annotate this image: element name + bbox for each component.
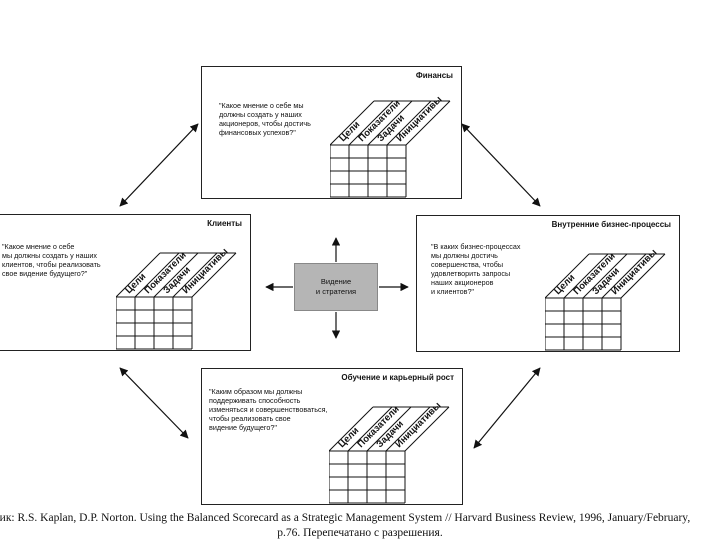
panel-clients-question: "Какое мнение о себе мы должны создать у… (2, 242, 101, 278)
grid-header-divider (348, 100, 394, 146)
panel-learning: Обучение и карьерный рост "Каким образом… (201, 368, 463, 505)
grid-header-divider (582, 253, 628, 299)
arrow-processes-learning (473, 367, 541, 449)
grid-header-divider (329, 100, 375, 146)
arrow-clients-learning (119, 367, 189, 439)
vision-strategy-box: Видение и стратегия (294, 263, 378, 311)
grid-header-divider (191, 252, 237, 298)
grid-header-divider (601, 253, 647, 299)
grid-header-divider (153, 252, 199, 298)
panel-processes: Внутренние бизнес-процессы "В каких бизн… (416, 215, 680, 352)
grid-header-divider (385, 406, 431, 452)
panel-processes-question: "В каких бизнес-процессах мы должны дост… (431, 242, 521, 296)
grid-header-divider (367, 100, 413, 146)
panel-clients-title: Клиенты (207, 219, 242, 228)
grid-header-divider (328, 406, 374, 452)
grid-header-divider (115, 252, 161, 298)
grid-header-divider (544, 253, 590, 299)
grid-header-divider (134, 252, 180, 298)
panel-processes-title: Внутренние бизнес-процессы (551, 220, 671, 229)
arrow-finance-clients (119, 123, 199, 207)
panel-learning-question: "Каким образом мы должны поддерживать сп… (209, 387, 328, 432)
panel-finance: Финансы "Какое мнение о себе мы должны с… (201, 66, 462, 199)
grid-column-header: Цели (123, 271, 148, 296)
arrow-finance-processes (461, 123, 541, 207)
grid-header-divider (405, 100, 451, 146)
grid-column-header: Цели (552, 272, 577, 297)
grid-column-header: Цели (336, 425, 361, 450)
panel-learning-title: Обучение и карьерный рост (341, 373, 454, 382)
panel-clients: Клиенты "Какое мнение о себе мы должны с… (0, 214, 251, 351)
source-caption-line2: p.76. Перепечатано с разрешения. (277, 527, 443, 539)
grid-header-divider (347, 406, 393, 452)
grid-header-divider (172, 252, 218, 298)
grid-header-divider (620, 253, 666, 299)
panel-finance-question: "Какое мнение о себе мы должны создать у… (219, 101, 311, 137)
grid-header-divider (563, 253, 609, 299)
source-caption-line1: Источник: R.S. Kaplan, D.P. Norton. Usin… (0, 512, 691, 524)
grid-column-header: Цели (337, 119, 362, 144)
grid-header-divider (386, 100, 432, 146)
panel-finance-title: Финансы (415, 71, 453, 80)
grid-header-divider (366, 406, 412, 452)
grid-header-divider (404, 406, 450, 452)
